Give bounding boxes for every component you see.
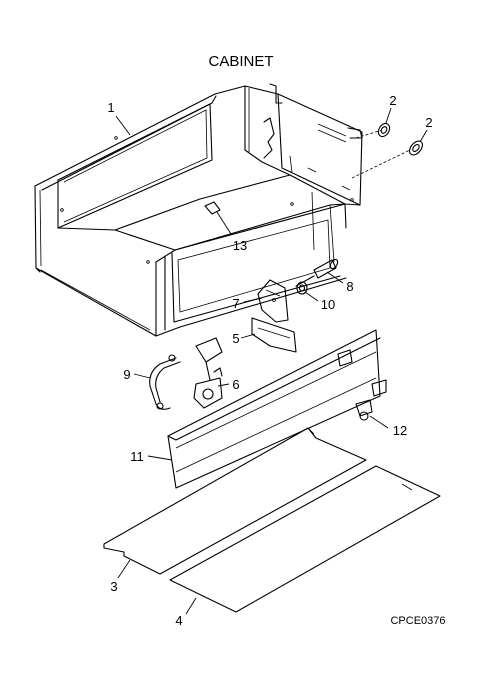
bracket-7: [257, 279, 289, 323]
callout-13: 13: [233, 238, 247, 253]
callout-1: 1: [107, 100, 114, 115]
valve-6: [193, 337, 223, 409]
callout-9: 9: [123, 367, 130, 382]
bottom-plate-4: [169, 465, 441, 613]
tube-9: [149, 354, 181, 410]
bottom-plate-3: [103, 427, 367, 575]
callout-4: 4: [175, 613, 182, 628]
callout-2a: 2: [389, 93, 396, 108]
fitting-12: [355, 379, 387, 421]
clip-13: [204, 201, 221, 215]
callout-7: 7: [232, 296, 239, 311]
callout-10: 10: [321, 297, 335, 312]
leader-lines: [115, 107, 428, 615]
callout-12: 12: [393, 423, 407, 438]
cabinet-shell: [34, 83, 411, 337]
callout-11: 11: [130, 449, 144, 464]
washer-2a: [377, 122, 391, 138]
callout-3: 3: [110, 579, 117, 594]
callout-6: 6: [232, 377, 239, 392]
callout-2b: 2: [425, 115, 432, 130]
plate-5: [251, 317, 297, 353]
front-panel-11: [167, 329, 381, 489]
callout-8: 8: [346, 279, 353, 294]
washer-2b: [409, 140, 423, 156]
drawing-code: CPCE0376: [390, 615, 445, 627]
diagram-title: CABINET: [208, 53, 273, 70]
shaft-8: [295, 258, 339, 287]
gasket-10: [296, 281, 308, 295]
callout-5: 5: [232, 331, 239, 346]
